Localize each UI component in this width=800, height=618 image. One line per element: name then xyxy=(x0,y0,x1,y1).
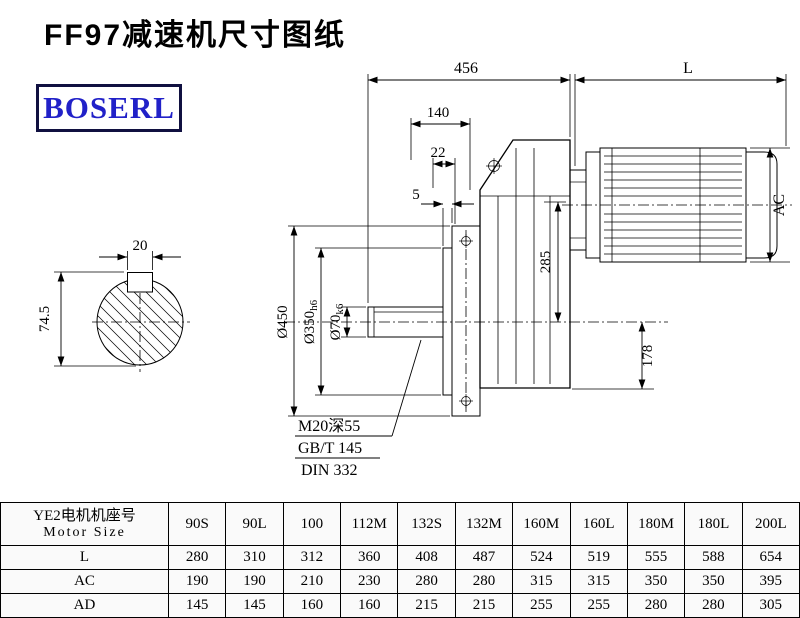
dim-456-label: 456 xyxy=(454,60,478,77)
dim-5-label: 5 xyxy=(412,187,420,203)
table-cell: 487 xyxy=(454,545,514,570)
table-cell: 310 xyxy=(225,545,284,570)
table-cell: 654 xyxy=(741,545,800,570)
table-row-AC: AC 190 190 210 230 280 280 315 315 350 3… xyxy=(0,569,800,594)
shaft-cross-section-view: 20 74.5 xyxy=(37,238,190,372)
column-header: 90L xyxy=(225,502,284,546)
dimension-table-section: YE2电机机座号 Motor Size 90S 90L 100 112M 132… xyxy=(0,502,800,618)
column-header: 160L xyxy=(569,502,628,546)
dim-dia350h6-label: Ø350h6 xyxy=(302,299,320,344)
thread-notes: M20深55 GB/T 145 DIN 332 xyxy=(295,339,422,479)
column-header: 100 xyxy=(282,502,342,546)
column-header: 132S xyxy=(397,502,456,546)
drawing-area: 20 74.5 xyxy=(36,19,792,479)
page-title: FF97减速机尺寸图纸 xyxy=(44,19,347,52)
motor-size-table: YE2电机机座号 Motor Size 90S 90L 100 112M 132… xyxy=(0,502,800,618)
table-row-L: L 280 310 312 360 408 487 524 519 555 58… xyxy=(0,545,800,570)
brand-logo: BOSERL xyxy=(36,84,182,132)
dim-AC-label: AC xyxy=(771,194,788,216)
table-cell: 350 xyxy=(626,569,686,594)
dim-dia70k6-label: Ø70k6 xyxy=(328,303,346,340)
table-cell: 280 xyxy=(167,545,227,570)
note-gb-label: GB/T 145 xyxy=(298,440,362,457)
dim-22-label: 22 xyxy=(431,145,446,161)
dim-74-5-label: 74.5 xyxy=(37,306,53,332)
motor-fins xyxy=(604,155,742,255)
header-cn: YE2电机机座号 xyxy=(33,508,136,524)
table-cell: 215 xyxy=(454,593,514,618)
gearbox-main-view xyxy=(284,139,668,417)
table-cell: 408 xyxy=(397,545,456,570)
dim-dia450: Ø450 xyxy=(275,225,450,417)
table-cell: 190 xyxy=(225,569,284,594)
housing-outline xyxy=(479,139,571,389)
column-header: 112M xyxy=(340,502,399,546)
dim-5: 5 xyxy=(412,187,474,246)
dim-L-label: L xyxy=(683,60,693,77)
dim-dia450-label: Ø450 xyxy=(275,305,291,338)
table-cell: 210 xyxy=(282,569,342,594)
motor xyxy=(562,147,792,263)
dim-140-label: 140 xyxy=(427,105,450,121)
table-cell: 160 xyxy=(282,593,342,618)
table-cell: 255 xyxy=(512,593,571,618)
column-header: 180L xyxy=(684,502,743,546)
table-header-row: YE2电机机座号 Motor Size 90S 90L 100 112M 132… xyxy=(0,502,800,546)
dim-178: 178 xyxy=(572,322,656,390)
dim-dia350h6: Ø350h6 xyxy=(302,247,441,396)
table-cell: 315 xyxy=(569,569,628,594)
table-cell: 280 xyxy=(684,593,743,618)
dim-140: 140 xyxy=(410,105,471,190)
dim-L: L xyxy=(574,60,787,166)
table-cell: 215 xyxy=(397,593,456,618)
table-cell: 555 xyxy=(626,545,686,570)
flange-spigot xyxy=(442,247,453,396)
table-cell: 145 xyxy=(225,593,284,618)
row-label: AC xyxy=(0,569,169,594)
table-cell: 190 xyxy=(167,569,227,594)
table-cell: 519 xyxy=(569,545,628,570)
column-header: 132M xyxy=(454,502,514,546)
table-cell: 315 xyxy=(512,569,571,594)
column-header: 200L xyxy=(741,502,800,546)
dimension-drawing: 20 74.5 xyxy=(37,60,792,479)
table-cell: 524 xyxy=(512,545,571,570)
dim-AC: AC xyxy=(750,147,790,263)
table-cell: 230 xyxy=(340,569,399,594)
dim-20-label: 20 xyxy=(133,238,148,254)
table-cell: 350 xyxy=(684,569,743,594)
row-label: AD xyxy=(0,593,169,618)
dim-22: 22 xyxy=(431,145,456,224)
brand-logo-text: BOSERL xyxy=(43,90,175,125)
dim-285: 285 xyxy=(538,201,566,322)
bolt-hole-top xyxy=(486,158,502,174)
note-din-label: DIN 332 xyxy=(301,462,357,479)
table-cell: 255 xyxy=(569,593,628,618)
table-cell: 312 xyxy=(282,545,342,570)
table-cell: 395 xyxy=(741,569,800,594)
dim-456: 456 xyxy=(367,60,571,303)
key-section xyxy=(127,272,153,293)
table-cell: 160 xyxy=(340,593,399,618)
row-label: L xyxy=(0,545,169,570)
column-header: 90S xyxy=(167,502,227,546)
motor-size-header-cell: YE2电机机座号 Motor Size xyxy=(0,502,169,546)
dim-dia70k6: Ø70k6 xyxy=(328,303,366,340)
table-cell: 360 xyxy=(340,545,399,570)
dim-key-depth-74-5: 74.5 xyxy=(37,271,136,367)
table-cell: 280 xyxy=(454,569,514,594)
note-thread-label: M20深55 xyxy=(298,417,360,435)
table-cell: 588 xyxy=(684,545,743,570)
table-cell: 280 xyxy=(626,593,686,618)
table-cell: 280 xyxy=(397,569,456,594)
header-en: Motor Size xyxy=(43,525,126,540)
dim-285-label: 285 xyxy=(538,251,554,274)
dim-178-label: 178 xyxy=(640,345,656,368)
table-row-AD: AD 145 145 160 160 215 215 255 255 280 2… xyxy=(0,593,800,618)
table-cell: 145 xyxy=(167,593,227,618)
column-header: 180M xyxy=(626,502,686,546)
dim-key-width-20: 20 xyxy=(99,238,181,270)
column-header: 160M xyxy=(512,502,571,546)
table-cell: 305 xyxy=(741,593,800,618)
